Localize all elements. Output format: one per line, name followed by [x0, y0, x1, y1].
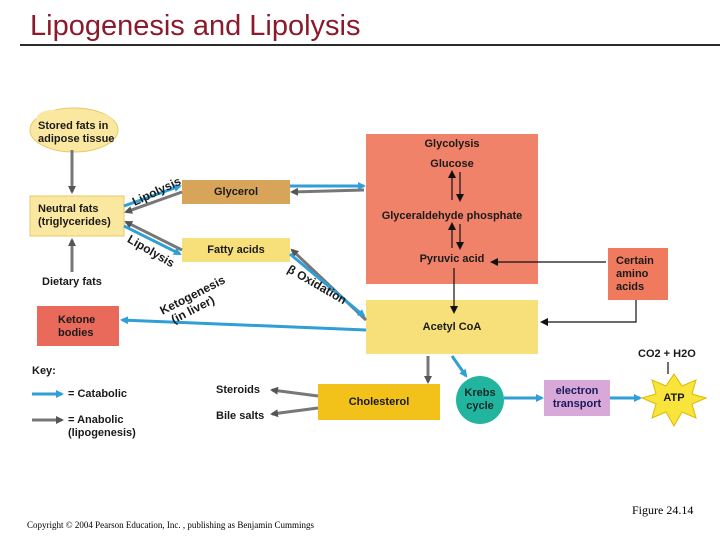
acetyl-coa-label: Acetyl CoA — [422, 321, 482, 333]
glucose-label: Glucose — [430, 158, 474, 170]
key-catabolic-label: = Catabolic — [68, 388, 127, 400]
pyruvic-acid-label: Pyruvic acid — [419, 253, 485, 265]
glycolysis-box — [366, 134, 538, 284]
glycerol-label: Glycerol — [213, 186, 259, 198]
steroids-label: Steroids — [216, 384, 261, 396]
fatty-acids-label: Fatty acids — [207, 244, 265, 256]
atp-star — [640, 373, 708, 428]
cholesterol-label: Cholesterol — [348, 396, 410, 408]
bile-salts-label: Bile salts — [216, 410, 265, 422]
figure-caption: Figure 24.14 — [632, 503, 694, 517]
amino-acids-box — [608, 248, 668, 300]
slide-title: Lipogenesis and Lipolysis — [30, 10, 361, 42]
cholesterol-box — [318, 384, 440, 420]
co2-h2o-label: CO2 + H2O — [638, 348, 696, 360]
ketone-bodies-box — [37, 306, 119, 346]
glycerol-box — [182, 180, 290, 204]
title-divider — [20, 44, 720, 46]
neutral-fats-box — [29, 195, 125, 237]
key-title: Key: — [32, 365, 56, 377]
atp-label: ATP — [663, 392, 685, 404]
neutral-fats-label: Neutral fats(triglycerides) — [38, 203, 111, 228]
glycolysis-label: Glycolysis — [424, 138, 480, 150]
krebs-cycle-circle — [456, 376, 504, 424]
dietary-fats-label: Dietary fats — [42, 276, 102, 288]
key-anabolic-label: = Anabolic(lipogenesis) — [68, 414, 136, 439]
copyright-notice: Copyright © 2004 Pearson Education, Inc.… — [27, 520, 315, 530]
electron-transport-box — [544, 380, 610, 416]
glyceraldehyde-label: Glyceraldehyde phosphate — [381, 210, 523, 222]
fatty-acids-box — [182, 238, 290, 262]
